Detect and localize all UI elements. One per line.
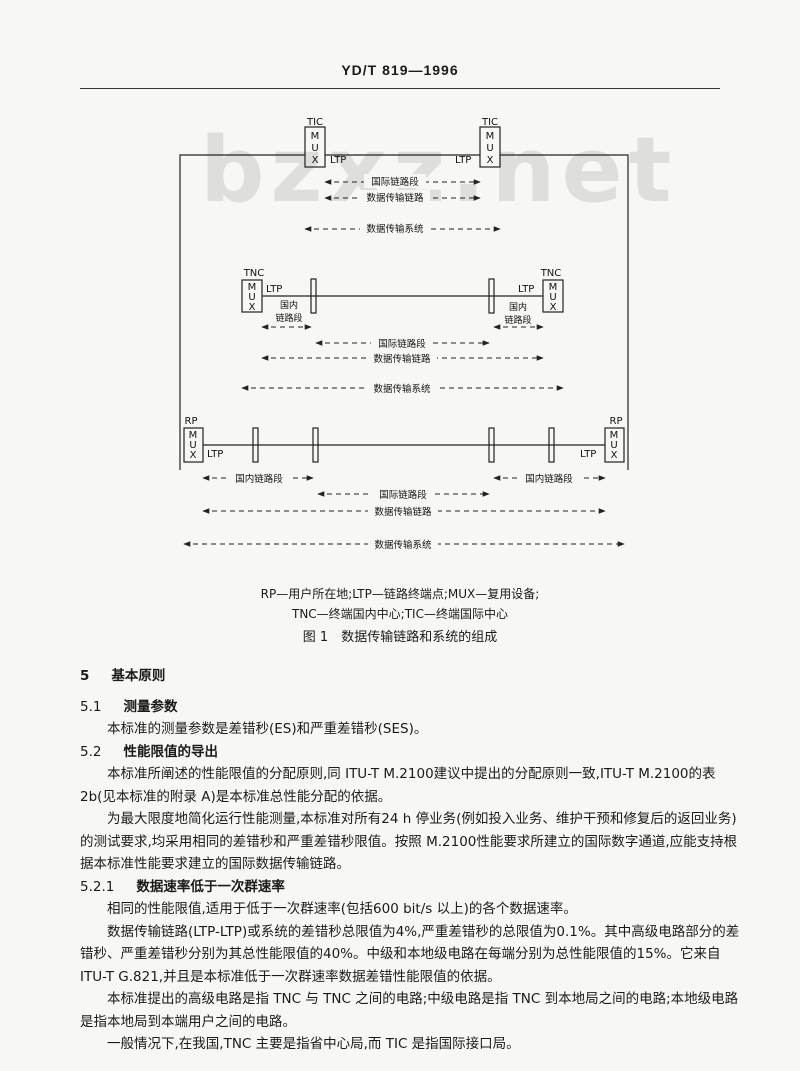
mux-letter: X — [249, 302, 256, 313]
figure-caption-line2: TNC—终端国内中心;TIC—终端国际中心 — [292, 607, 508, 621]
mux-letter: X — [550, 302, 557, 313]
label-data-link: 数据传输链路 — [374, 506, 432, 518]
label-intl-link-segment: 国际链路段 — [371, 176, 419, 188]
section-tnc: TNC TNC M U X M U X LTP LTP 国内 链路段 国内 链路… — [241, 268, 564, 395]
section-heading: 5 基本原则 — [80, 665, 740, 688]
figure-title: 图 1 数据传输链路和系统的组成 — [302, 630, 498, 645]
mux-letter: M — [549, 282, 558, 293]
label-intl-link-segment: 国际链路段 — [379, 489, 427, 501]
section-tic: TIC TIC M U X M U X LTP LTP 国际链路段 数据传输链路… — [179, 117, 629, 470]
mux-letter: X — [190, 450, 197, 461]
mux-letter: M — [248, 282, 257, 293]
label-intl-link-segment: 国际链路段 — [378, 338, 426, 350]
node-label-tnc-right: TNC — [540, 268, 562, 279]
node-label-rp-left: RP — [185, 416, 198, 427]
mux-letter: U — [248, 292, 255, 303]
ltp-bar — [488, 427, 495, 463]
ltp-bar — [310, 278, 317, 314]
paragraph: 数据传输链路(LTP-LTP)或系统的差错秒总限值为4%,严重差错秒的总限值为0… — [80, 923, 740, 985]
ltp-label: LTP — [330, 155, 346, 166]
section-number: 5.2.1 — [80, 878, 115, 895]
watermark: bzxz.net — [200, 118, 678, 223]
mux-letter: X — [611, 450, 618, 461]
page-header: YD/T 819—1996 — [341, 62, 459, 78]
body-text: 5 基本原则 5.1 测量参数 本标准的测量参数是差错秒(ES)和严重差错秒(SES… — [80, 665, 740, 1056]
mux-left-rp — [183, 427, 204, 463]
figure-caption-line1: RP—用户所在地;LTP—链路终端点;MUX—复用设备; — [260, 587, 540, 601]
node-label-tic-right: TIC — [481, 117, 498, 128]
paragraph: 本标准所阐述的性能限值的分配原则,同 ITU-T M.2100建议中提出的分配原… — [80, 766, 716, 805]
paragraph: 为最大限度地简化运行性能测量,本标准对所有24 h 停业务(例如投入业务、维护干… — [80, 811, 738, 872]
section-title: 性能限值的导出 — [123, 743, 218, 760]
paragraph: 相同的性能限值,适用于低于一次群速率(包括600 bit/s 以上)的各个数据速… — [107, 901, 577, 917]
mux-letter: X — [312, 155, 319, 166]
mux-letter: M — [189, 430, 198, 441]
mux-letter: M — [486, 131, 495, 142]
mux-letter: U — [610, 440, 617, 451]
ltp-label: LTP — [518, 284, 534, 295]
mux-letter: U — [549, 292, 556, 303]
section-1-line — [179, 154, 629, 470]
mux-letter: U — [311, 143, 318, 154]
paragraph: 本标准的测量参数是差错秒(ES)和严重差错秒(SES)。 — [107, 721, 428, 737]
label-domestic-right: 国内链路段 — [525, 473, 573, 485]
label-domestic-left: 国内链路段 — [235, 473, 283, 485]
ltp-bar — [548, 427, 555, 463]
subsection-heading: 5.1 测量参数 — [80, 696, 740, 719]
ltp-bar — [312, 427, 319, 463]
section-title: 测量参数 — [123, 698, 178, 715]
label-data-system: 数据传输系统 — [373, 383, 431, 395]
label-domestic: 国内 — [280, 299, 298, 311]
ltp-bar — [252, 427, 259, 463]
node-label-tic-left: TIC — [306, 117, 323, 128]
section-number: 5 — [80, 668, 90, 684]
ltp-label: LTP — [207, 449, 223, 460]
label-domestic-seg: 链路段 — [275, 312, 302, 324]
paragraph: 本标准提出的高级电路是指 TNC 与 TNC 之间的电路;中级电路是指 TNC … — [80, 991, 739, 1030]
mux-left-tic — [304, 126, 326, 168]
label-domestic-seg: 链路段 — [504, 314, 531, 326]
label-data-link: 数据传输链路 — [373, 353, 431, 365]
subsection-heading: 5.2.1 数据速率低于一次群速率 — [80, 876, 740, 899]
label-data-system: 数据传输系统 — [366, 223, 424, 235]
link-composition-diagram: TIC TIC M U X M U X LTP LTP 国际链路段 数据传输链路… — [179, 117, 629, 551]
paragraph: 一般情况下,在我国,TNC 主要是指省中心局,而 TIC 是指国际接口局。 — [107, 1036, 520, 1052]
mux-right-tic — [479, 126, 501, 168]
section-title: 数据速率低于一次群速率 — [136, 878, 285, 895]
mux-letter: U — [486, 143, 493, 154]
mux-letter: M — [610, 430, 619, 441]
label-domestic: 国内 — [509, 301, 527, 313]
mux-letter: M — [311, 131, 320, 142]
section-title: 基本原则 — [111, 668, 166, 684]
mux-right-tnc — [542, 279, 564, 313]
mux-letter: X — [487, 155, 494, 166]
section-number: 5.1 — [80, 698, 102, 715]
header-rule — [80, 88, 720, 89]
ltp-bar — [488, 278, 495, 314]
section-number: 5.2 — [80, 743, 102, 760]
label-data-system: 数据传输系统 — [374, 539, 432, 551]
ltp-label: LTP — [455, 155, 471, 166]
section-rp: RP RP M U X M U X LTP LTP 国内链路段 国内链路段 国际… — [183, 416, 625, 551]
mux-left-tnc — [241, 279, 263, 313]
mux-letter: U — [189, 440, 196, 451]
node-label-rp-right: RP — [610, 416, 623, 427]
node-label-tnc-left: TNC — [243, 268, 265, 279]
ltp-label: LTP — [266, 284, 282, 295]
subsection-heading: 5.2 性能限值的导出 — [80, 741, 740, 764]
mux-right-rp — [604, 427, 625, 463]
label-data-link: 数据传输链路 — [366, 192, 424, 204]
ltp-label: LTP — [580, 449, 596, 460]
